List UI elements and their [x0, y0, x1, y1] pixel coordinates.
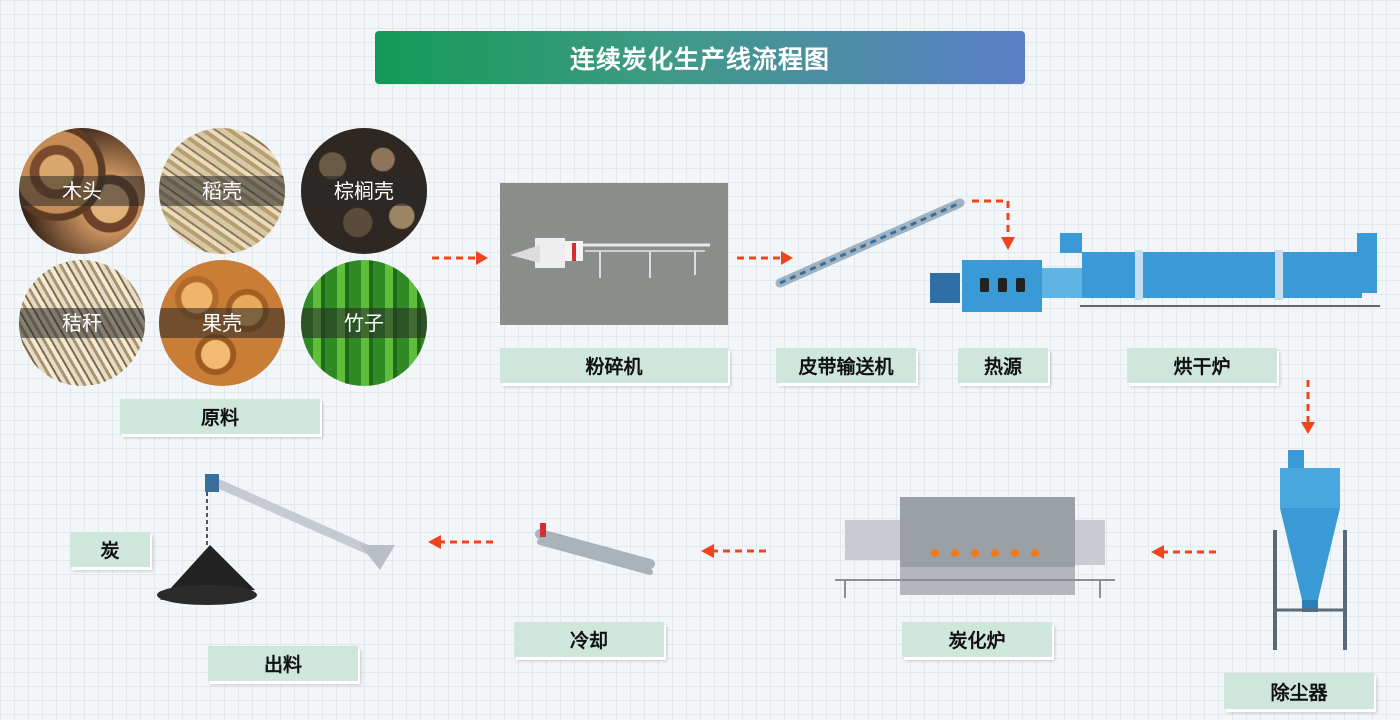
- material-straw: 秸秆: [19, 260, 145, 386]
- material-wood: 木头: [19, 128, 145, 254]
- crusher-machine-icon: [510, 238, 710, 278]
- label-heat-source: 热源: [958, 348, 1048, 383]
- label-dust-collector: 除尘器: [1224, 673, 1374, 709]
- arrow-conveyor-to-dryer: [972, 199, 1015, 250]
- material-label-straw: 秸秆: [62, 311, 102, 335]
- label-raw-material: 原料: [120, 399, 320, 434]
- label-crusher: 粉碎机: [500, 348, 728, 383]
- material-label-wood: 木头: [62, 179, 102, 203]
- label-carbonization-furnace: 炭化炉: [902, 622, 1052, 657]
- carbonization-furnace-machine-icon: [835, 497, 1115, 598]
- label-dryer: 烘干炉: [1127, 348, 1277, 383]
- belt-conveyor-machine-icon: [775, 198, 965, 288]
- material-bamboo: 竹子: [301, 260, 427, 386]
- arrow-furnace-to-cooling: [701, 544, 766, 558]
- dryer-machine-icon: [930, 233, 1380, 312]
- material-rice-husk: 稻壳: [159, 128, 285, 254]
- material-label-nut-shell: 果壳: [202, 311, 242, 335]
- arrow-dust-to-furnace: [1151, 545, 1216, 559]
- dust-collector-machine-icon: [1273, 450, 1347, 650]
- arrow-cooling-to-output: [428, 535, 493, 549]
- output-conveyor-machine-icon: [157, 474, 395, 605]
- material-label-bamboo: 竹子: [344, 311, 384, 335]
- material-palm-shell: 棕榈壳: [301, 128, 427, 254]
- label-belt-conveyor: 皮带输送机: [776, 348, 916, 383]
- label-output: 出料: [208, 646, 358, 681]
- arrow-dryer-to-dust: [1301, 380, 1315, 434]
- material-nut-shell: 果壳: [159, 260, 285, 386]
- arrow-crusher-to-conveyor: [737, 251, 793, 265]
- crusher-image: [500, 183, 728, 325]
- page-title: 连续炭化生产线流程图: [375, 31, 1025, 84]
- arrow-raw-to-crusher: [432, 251, 488, 265]
- cooling-machine-icon: [535, 523, 655, 575]
- label-cooling: 冷却: [514, 622, 664, 657]
- material-label-palm-shell: 棕榈壳: [334, 179, 394, 203]
- label-charcoal: 炭: [70, 532, 150, 567]
- material-label-rice-husk: 稻壳: [202, 179, 242, 203]
